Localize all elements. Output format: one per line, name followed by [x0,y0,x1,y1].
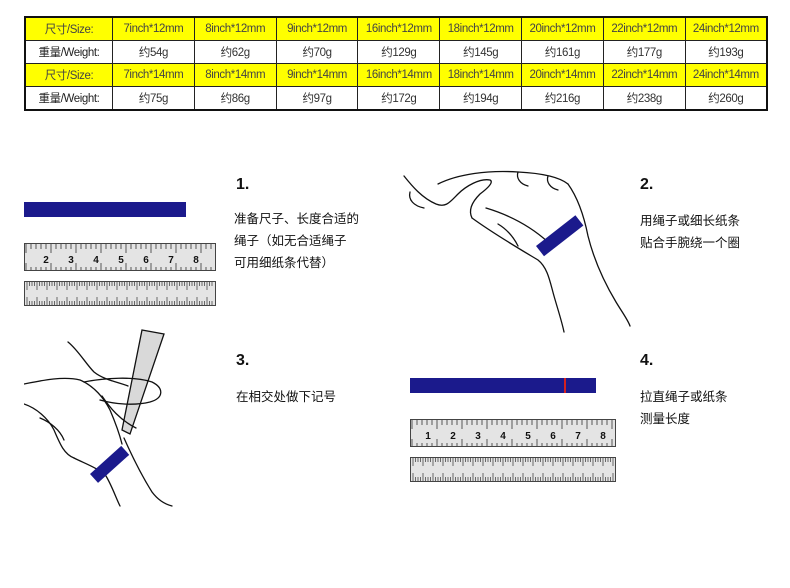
ruler-number: 4 [500,431,506,442]
step1-line-1: 准备尺子、长度合适的 [234,211,360,226]
weight-cell: 约193g [684,40,768,64]
step1-ruler: 2 3 4 5 6 7 8 [24,243,216,307]
step3-number: 3. [236,352,250,369]
step1-instructions: 准备尺子、长度合适的 绳子（如无合适绳子 可用细纸条代替） [234,208,359,274]
weight-row-label: 重量/Weight: [24,40,113,64]
ruler-number: 2 [450,431,456,442]
step1-line-3: 可用细纸条代替） [234,255,335,270]
step4-line-1: 拉直绳子或纸条 [640,389,728,404]
step3-marking-hand-illustration [23,326,194,512]
weight-cell: 约216g [521,86,604,111]
ruler-number: 8 [600,431,606,442]
ruler-number: 8 [193,255,199,266]
size-cell: 24inch*12mm [684,16,768,41]
size-row-label: 尺寸/Size: [24,16,113,41]
step4-instructions: 拉直绳子或纸条 测量长度 [640,386,728,430]
weight-cell: 约62g [193,40,277,64]
step4-ruler: 1 2 3 4 5 6 7 8 [410,419,616,485]
weight-cell: 约86g [193,86,277,111]
weight-row-label: 重量/Weight: [24,86,113,111]
step4-line-2: 测量长度 [640,411,691,426]
size-cell: 8inch*14mm [193,63,277,87]
size-cell: 24inch*14mm [684,63,768,87]
step1-number: 1. [236,176,250,193]
size-cell: 9inch*12mm [275,16,359,41]
step1-line-2: 绳子（如无合适绳子 [234,233,347,248]
size-cell: 20inch*14mm [521,63,604,87]
ruler-number: 1 [425,431,431,442]
ruler-number: 4 [93,255,99,266]
size-cell: 16inch*12mm [357,16,441,41]
size-cell: 7inch*12mm [112,16,195,41]
step3-instructions: 在相交处做下记号 [236,386,336,408]
step1-blue-strap [24,202,186,217]
size-cell: 22inch*14mm [602,63,686,87]
size-cell: 18inch*14mm [439,63,523,87]
weight-cell: 约172g [357,86,441,111]
step4-number: 4. [640,352,654,369]
ruler-number: 5 [118,255,124,266]
size-cell: 8inch*12mm [193,16,277,41]
step2-line-1: 用绳子或细长纸条 [640,213,741,228]
size-cell: 7inch*14mm [112,63,195,87]
weight-cell: 约260g [684,86,768,111]
weight-cell: 约145g [439,40,523,64]
ruler-number: 7 [168,255,174,266]
step3-line-1: 在相交处做下记号 [236,389,337,404]
weight-cell: 约97g [275,86,359,111]
size-cell: 22inch*12mm [602,16,686,41]
ruler-number: 6 [143,255,149,266]
step2-instructions: 用绳子或细长纸条 贴合手腕绕一个圈 [640,210,740,254]
size-row-label: 尺寸/Size: [24,63,113,87]
weight-cell: 约54g [112,40,195,64]
ruler-number: 6 [550,431,556,442]
step4-blue-strap [410,378,596,393]
size-cell: 20inch*12mm [521,16,604,41]
weight-cell: 约161g [521,40,604,64]
weight-cell: 约238g [602,86,686,111]
step2-line-2: 贴合手腕绕一个圈 [640,235,741,250]
ruler-number: 5 [525,431,531,442]
weight-cell: 约177g [602,40,686,64]
ruler-number: 7 [575,431,581,442]
size-cell: 9inch*14mm [275,63,359,87]
ruler-number: 3 [475,431,481,442]
step2-open-hand-illustration [398,164,632,338]
ruler-number: 2 [43,255,49,266]
size-cell: 16inch*14mm [357,63,441,87]
weight-cell: 约129g [357,40,441,64]
weight-cell: 约70g [275,40,359,64]
weight-cell: 约75g [112,86,195,111]
size-cell: 18inch*12mm [439,16,523,41]
ruler-number: 3 [68,255,74,266]
weight-cell: 约194g [439,86,523,111]
step4-strap-marker [564,378,566,393]
step2-number: 2. [640,176,654,193]
